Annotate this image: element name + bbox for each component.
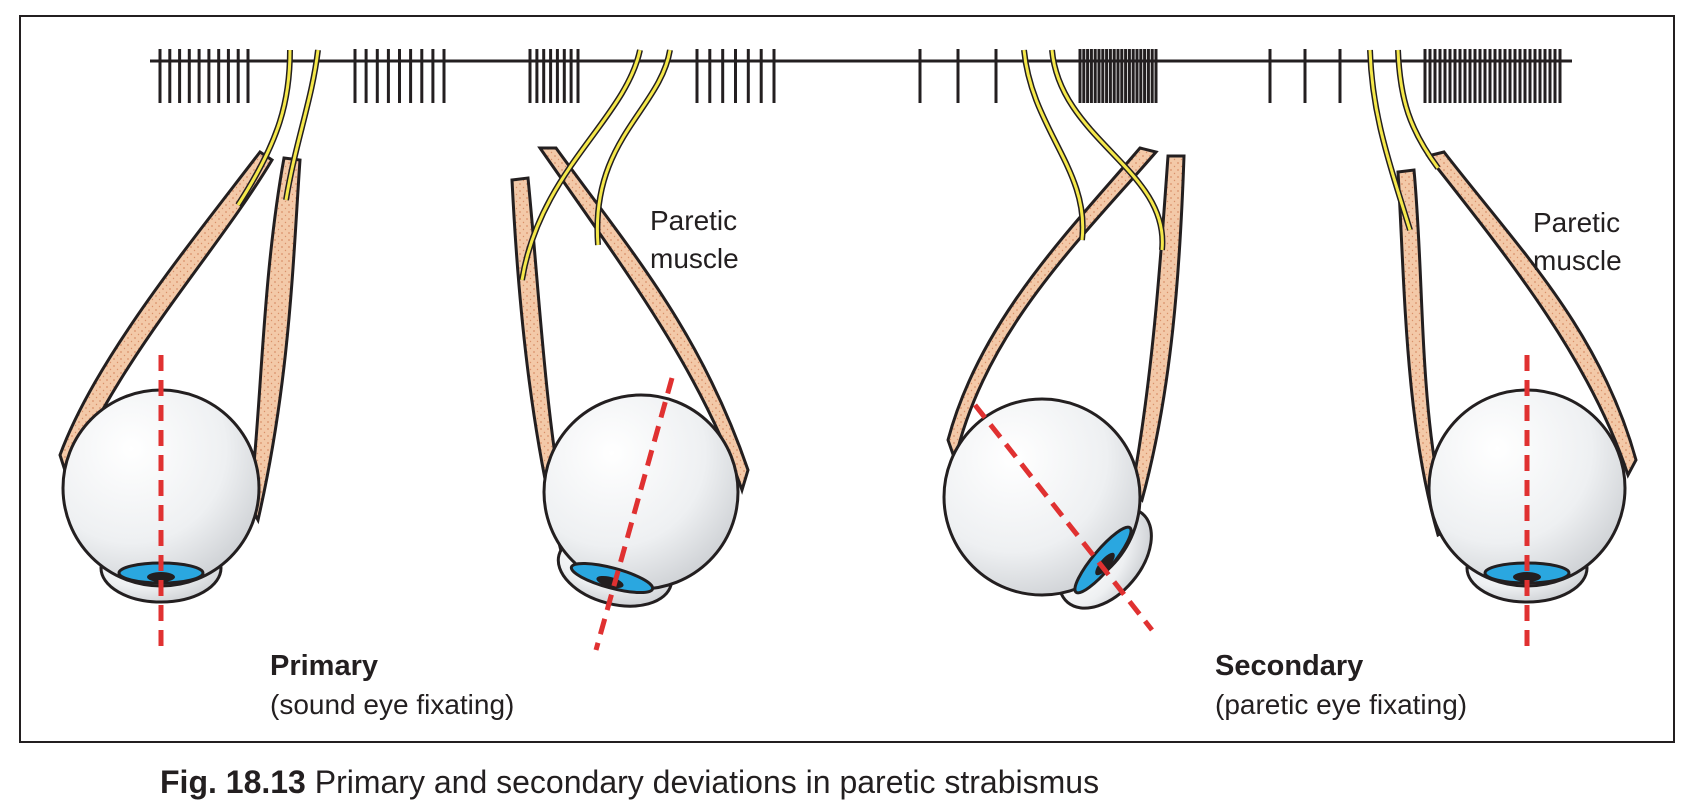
paretic-label-2-line2: muscle	[1533, 245, 1622, 276]
primary-title: Primary	[270, 650, 378, 682]
visual-axis-3	[973, 403, 1154, 632]
primary-subtitle: (sound eye fixating)	[270, 689, 514, 720]
eye-panel-4: Paretic muscle	[1367, 49, 1638, 648]
muscle-paretic-2	[537, 146, 750, 495]
eyeball-3	[942, 397, 1142, 597]
paretic-label-1-line1: Paretic	[650, 205, 737, 236]
eye-panel-3	[942, 49, 1186, 632]
figure-caption: Fig. 18.13 Primary and secondary deviati…	[160, 762, 1099, 802]
eye-panel-2: Paretic muscle	[510, 49, 750, 651]
eyeball-2	[542, 393, 740, 591]
pupil-1	[147, 572, 175, 582]
figure-frame	[19, 15, 1675, 743]
visual-axis-2	[593, 377, 675, 651]
muscle-right-1	[248, 156, 302, 525]
pupil-4	[1513, 572, 1541, 582]
paretic-label-2-line1: Paretic	[1533, 207, 1620, 238]
paretic-label-1-line2: muscle	[650, 243, 739, 274]
pupil-3	[1095, 552, 1115, 576]
figure-number: Fig. 18.13	[160, 764, 306, 800]
pupil-2	[596, 575, 624, 589]
secondary-title: Secondary	[1215, 650, 1363, 682]
eye-panel-1	[58, 49, 321, 648]
muscle-right-3	[1130, 154, 1186, 503]
figure-caption-text: Primary and secondary deviations in pare…	[314, 764, 1100, 800]
muscle-paretic-4	[1425, 150, 1638, 479]
secondary-subtitle: (paretic eye fixating)	[1215, 689, 1467, 720]
innervation-spikes	[158, 49, 1562, 103]
